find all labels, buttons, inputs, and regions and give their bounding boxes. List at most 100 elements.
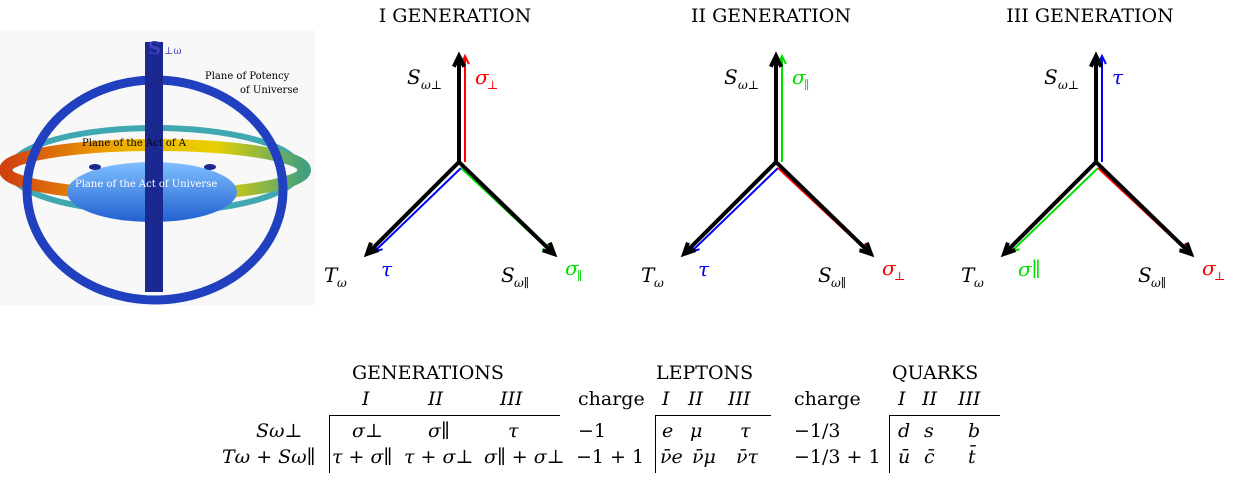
header-generations: GENERATIONS	[352, 362, 504, 384]
rule-qrk	[890, 415, 1000, 416]
row1-gen-2: σ∥	[428, 420, 450, 442]
row1-charge-2: −1/3	[794, 420, 841, 442]
row1-label: Sω⊥	[256, 420, 303, 442]
label-s-par-sub: ω∥	[514, 276, 529, 290]
label-t-sub: ω	[654, 276, 664, 290]
row1-gen-3: τ	[508, 420, 519, 442]
vrule-gen	[329, 415, 330, 473]
arrow-right-black	[457, 160, 558, 258]
arrow-left-colored	[1009, 167, 1099, 254]
header-quarks: QUARKS	[892, 362, 979, 384]
row2-lep-1: ν̄e	[660, 446, 683, 468]
label-s-perp: S	[1044, 65, 1058, 89]
row2-qrk-2: c̄	[924, 446, 935, 468]
label-right-greek: σ	[565, 256, 580, 280]
subheader-charge-1: charge	[578, 388, 645, 410]
label-t-sub: ω	[337, 276, 347, 290]
label-s-par: S	[1138, 263, 1152, 287]
row1-qrk-1: d	[898, 420, 911, 442]
plane-potency-label-1: Plane of Potency	[205, 71, 290, 82]
label-t: T	[324, 263, 339, 287]
row1-qrk-3: b	[968, 420, 981, 442]
arrow-up-black	[451, 51, 467, 162]
row2-label: Tω + Sω∥	[222, 446, 316, 468]
row1-lep-3: τ	[740, 420, 751, 442]
vrule-qrk	[889, 415, 890, 473]
header-leptons: LEPTONS	[656, 362, 754, 384]
label-t: T	[641, 263, 656, 287]
label-top-greek-sub: ⊥	[487, 78, 498, 92]
row2-gen-3: σ∥ + σ⊥	[484, 446, 565, 468]
row2-qrk-1: ū	[898, 446, 911, 468]
label-right-greek: σ	[882, 256, 897, 280]
label-right-greek-sub: ⊥	[1214, 269, 1225, 283]
label-right-greek-sub: ⊥	[894, 269, 905, 283]
subheader-lep-2: II	[688, 388, 704, 410]
row1-lep-1: e	[662, 420, 674, 442]
label-s-perp-sub: ω⊥	[421, 78, 442, 92]
generation-title: II GENERATION	[691, 5, 851, 27]
subheader-gen-2: II	[428, 388, 444, 410]
label-top-greek: τ	[1112, 65, 1124, 89]
label-left-greek: σ∥	[1018, 257, 1041, 281]
generation-title: I GENERATION	[379, 5, 531, 27]
subheader-qrk-2: II	[922, 388, 938, 410]
label-s-perp: S	[407, 65, 421, 89]
row2-gen-2: τ + σ⊥	[404, 446, 474, 468]
plane-act-universe-label: Plane of the Act of Universe	[75, 179, 217, 190]
subheader-qrk-1: I	[898, 388, 906, 410]
central-axis	[145, 42, 163, 292]
row1-charge-1: −1	[578, 420, 607, 442]
subheader-lep-1: I	[662, 388, 670, 410]
plane-act-a-label: Plane of the Act of A	[82, 138, 187, 149]
label-s-par: S	[501, 263, 515, 287]
label-t-sub: ω	[974, 276, 984, 290]
arrow-left-black	[1000, 160, 1098, 258]
label-s-par: S	[818, 263, 832, 287]
arrow-right-black	[774, 160, 875, 258]
row2-lep-3: ν̄τ	[736, 446, 759, 468]
arrow-right-black	[1094, 160, 1195, 258]
label-top-greek: σ	[792, 65, 807, 89]
arrow-up-black	[768, 51, 784, 162]
rule-lep	[656, 415, 771, 416]
subheader-qrk-3: III	[958, 388, 981, 410]
label-left-greek: τ	[381, 257, 393, 281]
plane-potency-label-2: of Universe	[240, 85, 298, 96]
subheader-gen-1: I	[362, 388, 370, 410]
label-left-greek: τ	[698, 257, 710, 281]
arrow-left-black	[363, 160, 461, 258]
row2-charge-1: −1 + 1	[576, 446, 645, 468]
label-s-perp: S	[724, 65, 738, 89]
row2-lep-2: ν̄μ	[692, 446, 716, 468]
row2-gen-1: τ + σ∥	[332, 446, 393, 468]
label-s-par-sub: ω∥	[831, 276, 846, 290]
s-axis-label: S	[148, 38, 161, 59]
rule-gen	[330, 415, 560, 416]
label-s-perp-sub: ω⊥	[1058, 78, 1079, 92]
row2-qrk-3: t̄	[968, 446, 976, 468]
arrow-left-black	[680, 160, 778, 258]
row1-qrk-2: s	[924, 420, 934, 442]
label-t: T	[961, 263, 976, 287]
arrow-up-colored	[1097, 53, 1107, 162]
label-right-greek-sub: ∥	[577, 269, 583, 283]
arrow-up-black	[1088, 51, 1104, 162]
label-s-perp-sub: ω⊥	[738, 78, 759, 92]
row1-lep-2: μ	[690, 420, 703, 442]
label-top-greek: σ	[475, 65, 490, 89]
row2-charge-2: −1/3 + 1	[794, 446, 881, 468]
subheader-lep-3: III	[728, 388, 751, 410]
subheader-charge-2: charge	[794, 388, 861, 410]
universe-planes-illustration: S ⊥ω Plane of Potency of Universe Plane …	[0, 30, 315, 305]
generation-title: III GENERATION	[1006, 5, 1173, 27]
label-top-greek-sub: ∥	[804, 78, 810, 92]
vrule-lep	[655, 415, 656, 473]
s-axis-sub: ⊥ω	[164, 46, 182, 57]
row1-gen-1: σ⊥	[352, 420, 383, 442]
label-right-greek: σ	[1202, 256, 1217, 280]
subheader-gen-3: III	[500, 388, 523, 410]
